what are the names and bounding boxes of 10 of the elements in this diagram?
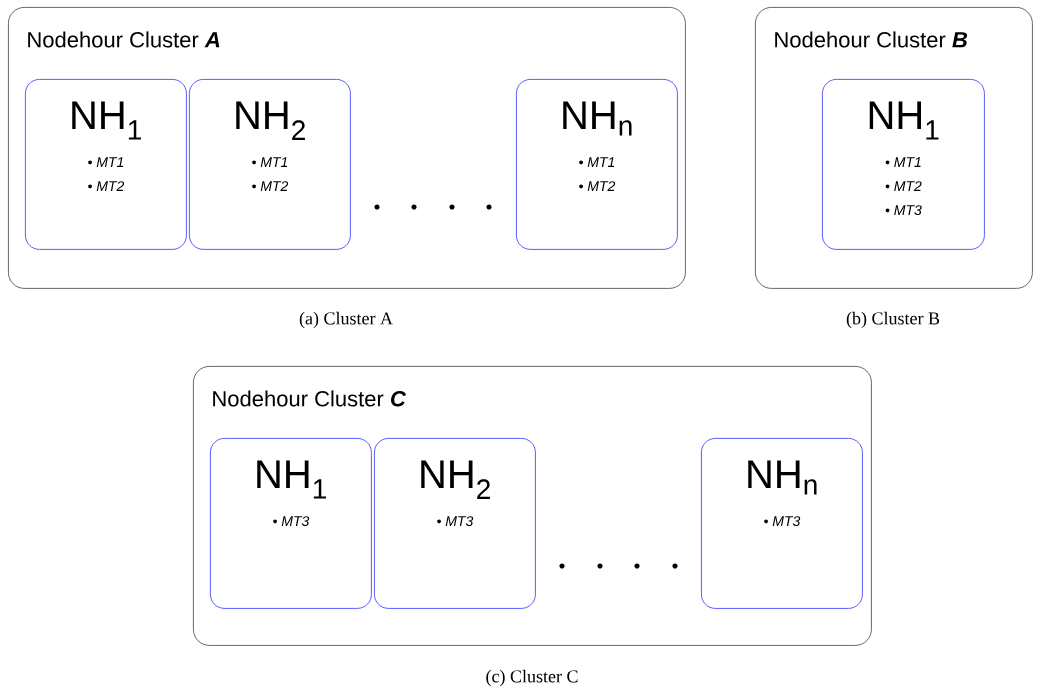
nodehour-box: NH$_{2}$ • MT3 — [374, 438, 536, 609]
nodehour-box: NH$_{n}$ • MT1 • MT2 — [516, 79, 678, 250]
nodehour-box: NH$_{1}$ • MT1 • MT2 — [25, 79, 187, 250]
nodehour-box: NH$_{1}$ • MT1 • MT2 • MT3 — [822, 79, 985, 250]
subfigure-caption: (c) Cluster C — [486, 669, 578, 687]
subfigure-caption: (a) Cluster A — [299, 311, 393, 329]
nodehour-box: NH$_{1}$ • MT3 — [210, 438, 372, 609]
nodehour-box: NH$_{2}$ • MT1 • MT2 — [189, 79, 351, 250]
nodehour-box: NH$_{n}$ • MT3 — [701, 438, 863, 609]
subfigure-caption: (b) Cluster B — [846, 311, 940, 329]
